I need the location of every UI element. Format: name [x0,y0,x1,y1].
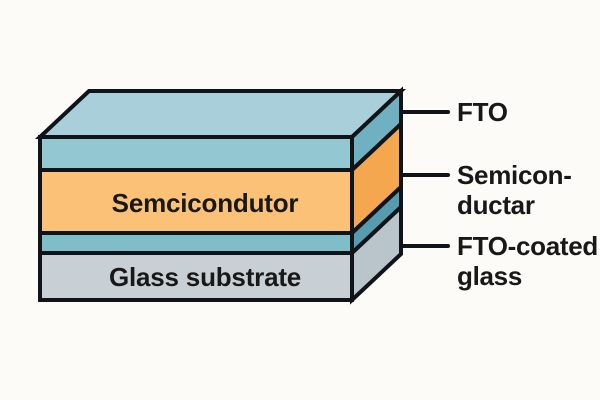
semiconductor-face-label: Semcicondutor [111,188,299,218]
fto-callout-label: FTO [457,97,508,127]
semiconductor-callout-label: Semicon- ductar [457,160,572,220]
semiconductor-callout-line2: ductar [457,190,535,220]
fto-coated-glass-callout-line1: FTO-coated [457,231,598,261]
fto-callout-line1: FTO [457,97,508,127]
top-face [34,89,407,139]
glass-substrate-layer-front [38,251,354,302]
fto-coated-glass-callout-label: FTO-coated glass [457,231,598,291]
fto-strip-layer-front [38,231,354,255]
glass-substrate-face-label: Glass substrate [108,262,302,292]
semiconductor-callout-line1: Semicon- [457,160,572,190]
fto-layer-front [38,135,354,172]
fto-coated-glass-callout-line2: glass [457,261,522,291]
semiconductor-layer-front [38,168,354,235]
